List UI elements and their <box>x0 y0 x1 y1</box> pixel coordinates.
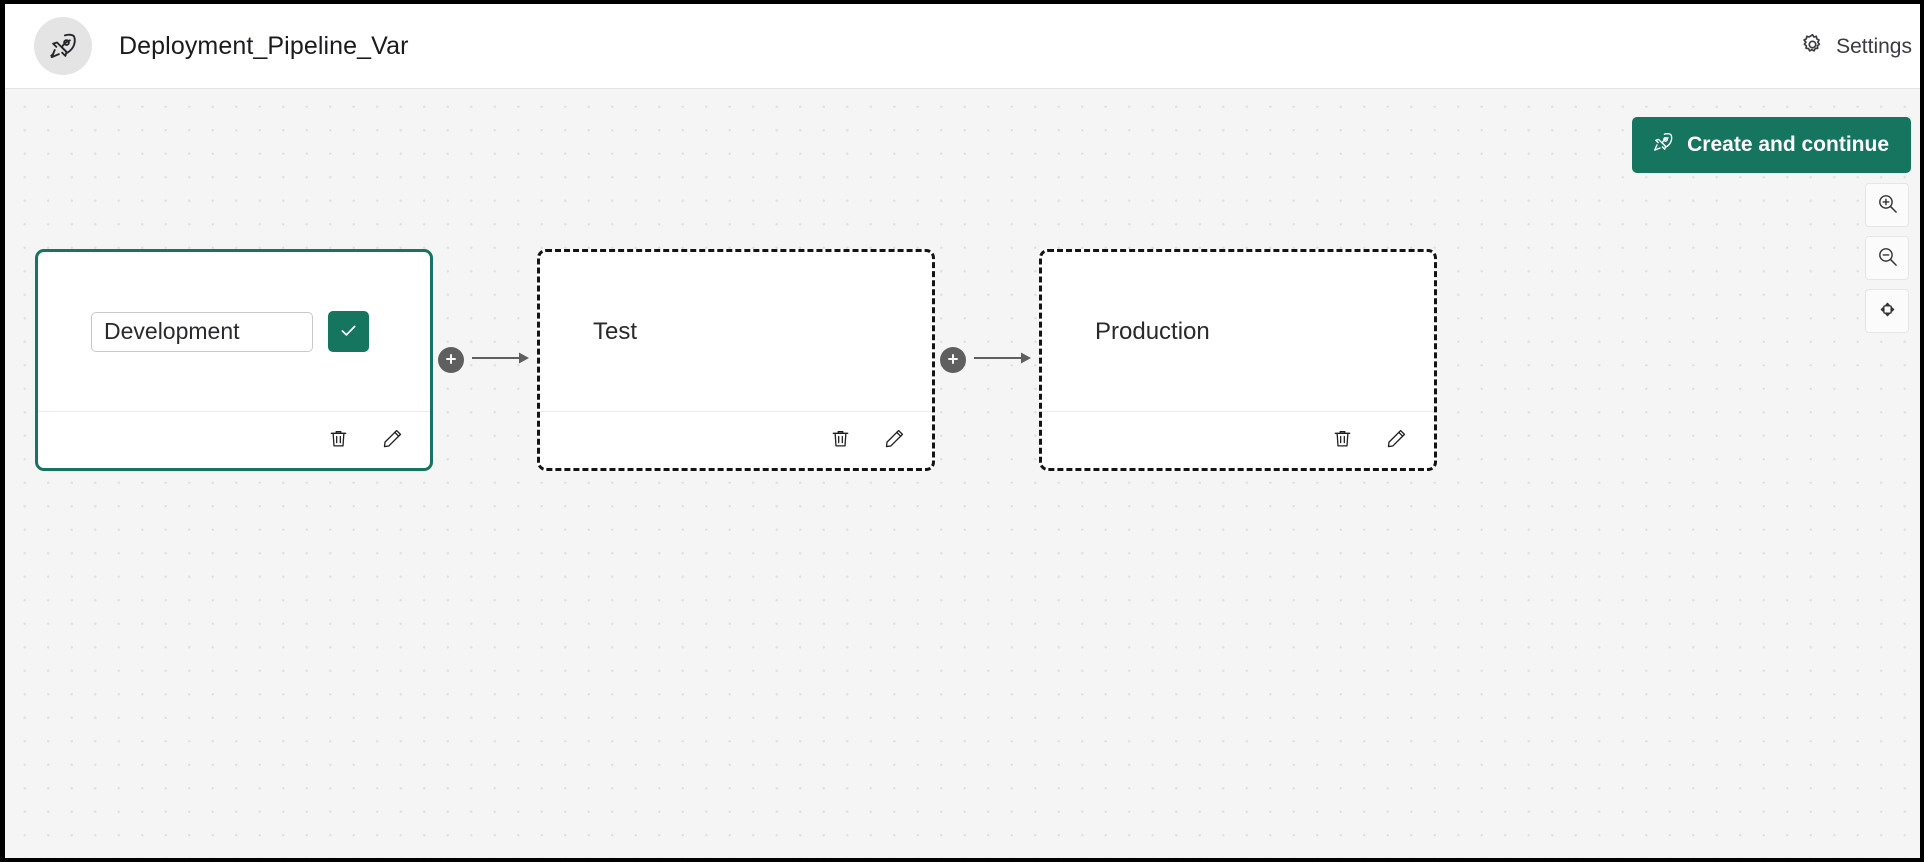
create-and-continue-button[interactable]: Create and continue <box>1632 117 1911 173</box>
connector-2 <box>935 249 1039 471</box>
app-header: Deployment_Pipeline_Var Settings <box>5 4 1920 89</box>
confirm-stage-name-button[interactable] <box>328 311 369 352</box>
fit-to-screen-button[interactable] <box>1865 289 1909 333</box>
fit-to-screen-icon <box>1876 298 1899 324</box>
app-window: Deployment_Pipeline_Var Settings <box>5 4 1920 858</box>
header-actions: Settings <box>1800 4 1920 89</box>
pencil-icon <box>1385 427 1408 453</box>
delete-stage-button[interactable] <box>322 424 354 456</box>
page-title: Deployment_Pipeline_Var <box>119 31 409 60</box>
trash-icon <box>829 427 852 453</box>
stage-card-test[interactable]: Test <box>537 249 935 471</box>
arrow-right-icon <box>974 350 1034 371</box>
stage-card-production[interactable]: Production <box>1039 249 1437 471</box>
plus-icon <box>444 352 458 369</box>
stage-footer <box>38 411 430 468</box>
stage-name-label: Production <box>1095 317 1210 345</box>
pencil-icon <box>381 427 404 453</box>
arrow-right-icon <box>472 350 532 371</box>
edit-stage-button[interactable] <box>1380 424 1412 456</box>
zoom-out-icon <box>1876 245 1899 271</box>
stage-body: Production <box>1042 252 1434 411</box>
delete-stage-button[interactable] <box>824 424 856 456</box>
stage-name-label: Test <box>593 317 638 345</box>
stage-card-development[interactable] <box>35 249 433 471</box>
pipeline-stages: Test <box>35 249 1437 471</box>
zoom-out-button[interactable] <box>1865 236 1909 280</box>
stage-footer <box>1042 411 1434 468</box>
settings-label[interactable]: Settings <box>1836 34 1912 58</box>
pencil-icon <box>883 427 906 453</box>
stage-name-input[interactable] <box>91 311 313 352</box>
check-icon <box>338 320 359 344</box>
delete-stage-button[interactable] <box>1326 424 1358 456</box>
rocket-icon <box>1652 131 1674 159</box>
create-and-continue-label: Create and continue <box>1687 133 1889 156</box>
connector-1 <box>433 249 537 471</box>
trash-icon <box>1331 427 1354 453</box>
gear-icon[interactable] <box>1800 32 1825 62</box>
stage-body: Test <box>540 252 932 411</box>
add-stage-button[interactable] <box>438 347 464 373</box>
zoom-in-icon <box>1876 192 1899 218</box>
stage-footer <box>540 411 932 468</box>
plus-icon <box>946 352 960 369</box>
add-stage-button[interactable] <box>940 347 966 373</box>
stage-body <box>38 252 430 411</box>
trash-icon <box>327 427 350 453</box>
edit-stage-button[interactable] <box>376 424 408 456</box>
rocket-icon <box>34 17 92 75</box>
zoom-in-button[interactable] <box>1865 183 1909 227</box>
zoom-controls <box>1865 183 1909 333</box>
edit-stage-button[interactable] <box>878 424 910 456</box>
pipeline-canvas[interactable]: Create and continue <box>5 89 1920 858</box>
